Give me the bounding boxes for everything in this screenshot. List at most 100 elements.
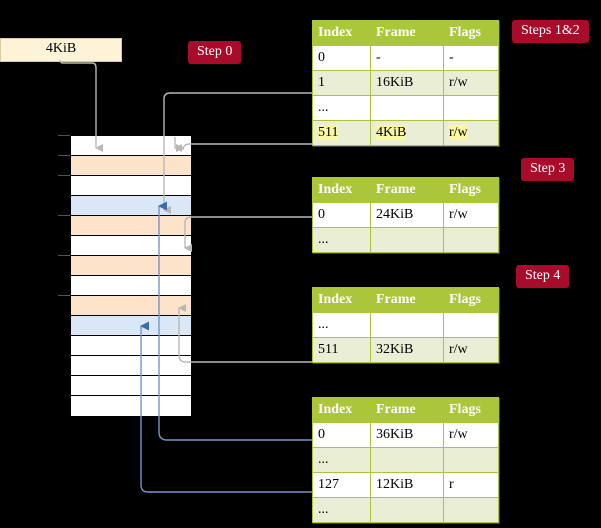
connector-level3-to-memory [184, 216, 312, 252]
cell-frame: 16KiB [370, 70, 444, 96]
column-header-index: Index [312, 397, 371, 423]
table-row[interactable]: ... [312, 227, 499, 253]
memory-frame-label-4kib: 4KiB [0, 38, 122, 62]
cell-frame: 36KiB [370, 422, 444, 448]
cell-flags [443, 95, 499, 121]
memory-row-11 [71, 356, 191, 376]
badge-step-3-label: Step 3 [530, 161, 566, 176]
cell-index: ... [312, 447, 371, 473]
cell-frame [370, 447, 444, 473]
cell-flags: r [443, 472, 499, 498]
memory-tick-6 [58, 255, 70, 256]
memory-tick-2 [58, 175, 70, 176]
memory-row-5 [71, 236, 191, 256]
table-row[interactable]: ... [312, 312, 499, 338]
connector-level4-511-to-memory [176, 143, 312, 152]
badge-step-0-label: Step 0 [197, 44, 233, 59]
column-header-frame: Frame [370, 397, 444, 423]
cell-frame: 4KiB [370, 120, 444, 146]
cell-frame [370, 227, 444, 253]
column-header-index: Index [312, 287, 371, 313]
badge-steps-1-2: Steps 1&2 [512, 20, 589, 43]
column-header-frame: Frame [370, 177, 444, 203]
memory-tick-4 [58, 215, 70, 216]
memory-row-2 [71, 176, 191, 196]
memory-row-9 [71, 316, 191, 336]
memory-row-10 [71, 336, 191, 356]
cell-index: ... [312, 497, 371, 523]
cell-index: 127 [312, 472, 371, 498]
cell-flags: r/w [443, 70, 499, 96]
memory-row-4 [71, 216, 191, 236]
column-header-flags: Flags [443, 287, 499, 313]
connector-level2-to-memory [178, 304, 312, 363]
cell-frame [370, 95, 444, 121]
badge-step-4-label: Step 4 [525, 268, 561, 283]
column-header-flags: Flags [443, 20, 499, 46]
column-header-flags: Flags [443, 177, 499, 203]
memory-tick-0 [58, 135, 70, 136]
cell-flags: r/w [443, 337, 499, 363]
cell-index: 0 [312, 45, 371, 71]
physical-memory-column [70, 135, 191, 416]
badge-step-4: Step 4 [516, 265, 570, 288]
cell-frame: 32KiB [370, 337, 444, 363]
cell-frame: - [370, 45, 444, 71]
memory-tick-1 [58, 155, 70, 156]
cell-index: 1 [312, 70, 371, 96]
cell-index: 0 [312, 202, 371, 228]
memory-row-7 [71, 276, 191, 296]
memory-row-12 [71, 376, 191, 396]
badge-step-0: Step 0 [188, 41, 242, 64]
cell-flags [443, 447, 499, 473]
memory-row-1 [71, 156, 191, 176]
column-header-index: Index [312, 20, 371, 46]
cell-flags [443, 227, 499, 253]
cell-flags [443, 497, 499, 523]
cell-flags: - [443, 45, 499, 71]
memory-frame-label-text: 4KiB [45, 41, 77, 56]
cell-index: 511 [312, 337, 371, 363]
cell-index: 0 [312, 422, 371, 448]
memory-row-0 [71, 136, 191, 156]
memory-tick-8 [58, 295, 70, 296]
column-header-frame: Frame [370, 287, 444, 313]
table-row[interactable]: ... [312, 447, 499, 473]
column-header-frame: Frame [370, 20, 444, 46]
memory-row-3 [71, 196, 191, 216]
memory-row-6 [71, 256, 191, 276]
badge-step-3: Step 3 [521, 158, 575, 181]
table-row[interactable]: ... [312, 95, 499, 121]
memory-row-13 [71, 396, 191, 416]
cell-flags: r/w [443, 422, 499, 448]
cell-frame: 24KiB [370, 202, 444, 228]
table-row[interactable]: ... [312, 497, 499, 523]
cell-frame [370, 497, 444, 523]
cell-flags: r/w [443, 202, 499, 228]
cell-frame [370, 312, 444, 338]
cell-flags [443, 312, 499, 338]
column-header-index: Index [312, 177, 371, 203]
cell-index: ... [312, 312, 371, 338]
cell-index: ... [312, 227, 371, 253]
cell-index: ... [312, 95, 371, 121]
cell-index: 511 [312, 120, 371, 146]
column-header-flags: Flags [443, 397, 499, 423]
table-row[interactable]: 0-- [312, 45, 499, 71]
cell-flags: r/w [443, 120, 499, 146]
memory-row-8 [71, 296, 191, 316]
